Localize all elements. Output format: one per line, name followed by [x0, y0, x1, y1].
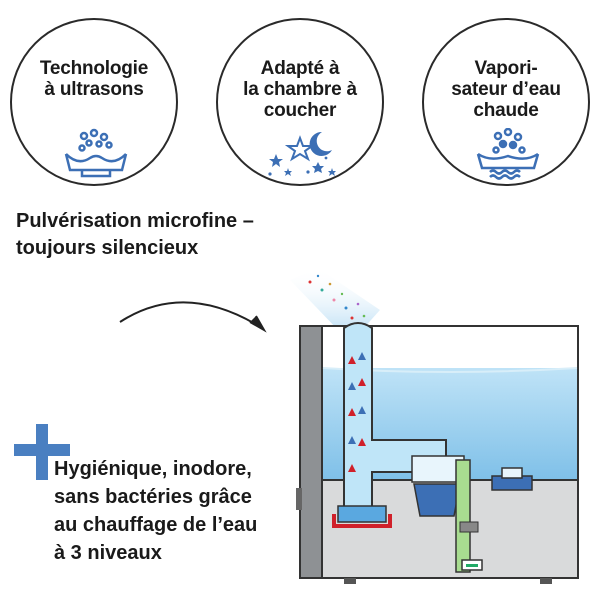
caption-hygienic: Hygiénique, inodore, sans bactéries grâc… [54, 458, 258, 564]
airflow-arrows [348, 352, 366, 472]
pointer-arrow [119, 301, 267, 333]
moon-stars-icon [268, 131, 336, 176]
side-knob [296, 488, 302, 510]
badge-bedroom: Adapté à la chambre à coucher [216, 18, 384, 186]
badge-label: Vapori- sateur d’eau chaude [451, 58, 561, 121]
badge-label: Adapté à la chambre à coucher [243, 58, 357, 121]
heating-element [332, 514, 392, 528]
ultrasonic-icon [64, 128, 128, 178]
humidifier-cross-section [119, 268, 579, 584]
badge-label: Technologie à ultrasons [39, 58, 149, 100]
green-feed-tube [455, 459, 471, 573]
mist-particles [308, 274, 366, 320]
plus-icon [14, 424, 70, 480]
housing-left-wall [299, 325, 323, 579]
heating-chamber [337, 505, 387, 523]
badge-ultrasonic: Technologie à ultrasons [10, 18, 178, 186]
badge-warm-vaporizer: Vapori- sateur d’eau chaude [422, 18, 590, 186]
caption-fine-spray: Pulvérisation microfine – toujours silen… [16, 210, 254, 259]
warm-vaporizer-icon [476, 128, 540, 180]
